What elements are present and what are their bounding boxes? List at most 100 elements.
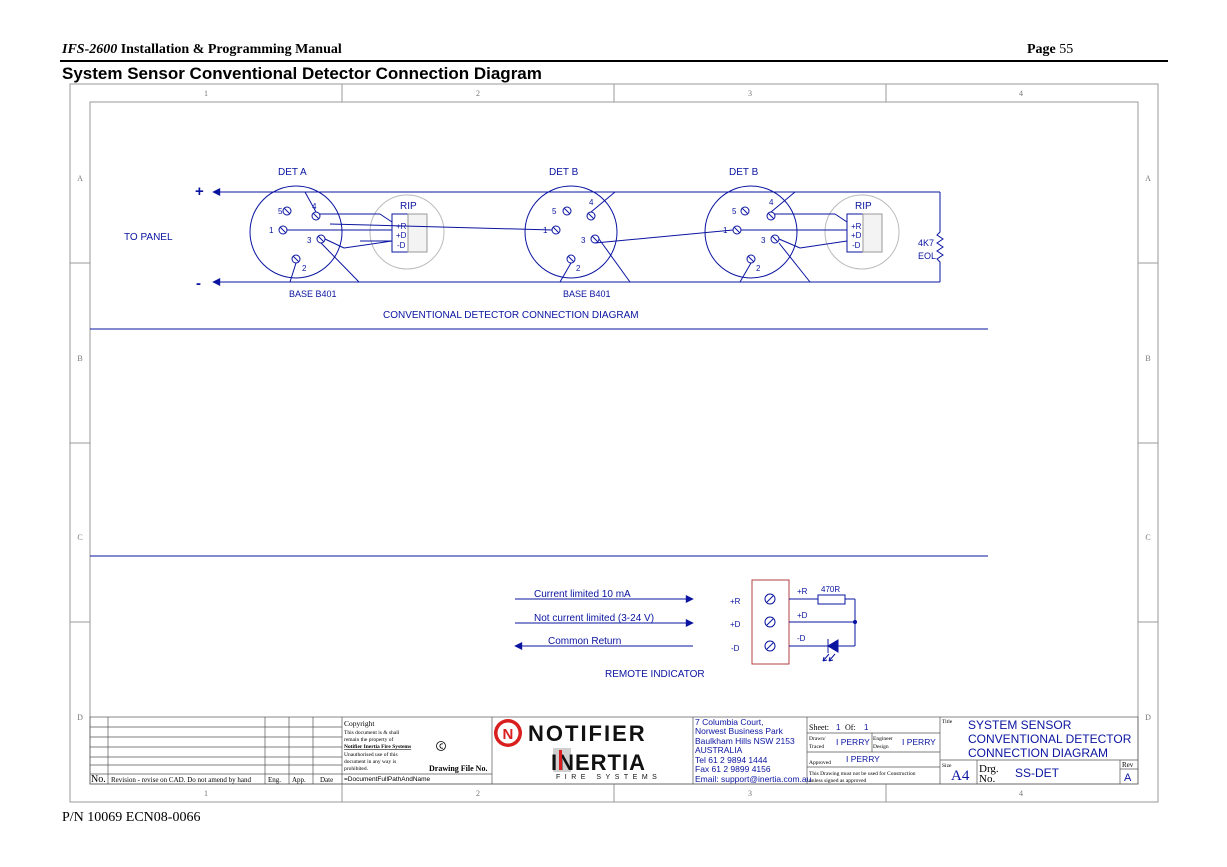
approved-label: Approved (809, 760, 831, 766)
col-label: 3 (748, 89, 752, 98)
page-indicator: Page 55 (1027, 42, 1073, 58)
col-label: 2 (476, 89, 480, 98)
terminal-number: 1 (723, 226, 728, 235)
sheet-total: 1 (864, 723, 869, 732)
drg-label: No. (979, 773, 995, 785)
drawing-file-label: Drawing File No. (429, 764, 487, 773)
title-block (89, 716, 1139, 785)
engineer-label: Design (873, 744, 889, 750)
sheet-number: 1 (836, 723, 841, 732)
rip-terminal: -D (852, 241, 861, 250)
terminal-number: 1 (543, 226, 548, 235)
page-number: 55 (1059, 42, 1074, 57)
resistor-label: 470R (821, 585, 840, 594)
terminal-number: 2 (302, 264, 307, 273)
inertia-wordmark: INERTIA (551, 750, 646, 775)
copyright-title: Copyright (344, 719, 375, 728)
rev-no-label: No. (91, 774, 106, 785)
grid-labels: 1 2 3 4 1 2 3 4 A B C D A B C D (77, 89, 1151, 798)
revision-label: Revision - revise on CAD. Do not amend b… (111, 776, 251, 784)
notifier-wordmark: NOTIFIER (528, 721, 647, 746)
drg-label: Drg. (979, 763, 999, 775)
address-line: Fax 61 2 9899 4156 (695, 764, 771, 774)
revision-value: A (1124, 772, 1132, 784)
page-label: Page (1027, 42, 1060, 57)
drawing-title-line: CONVENTIONAL DETECTOR (968, 732, 1132, 746)
rip-label: RIP (855, 201, 872, 212)
manual-header: IFS-2600 Installation & Programming Manu… (62, 42, 342, 58)
row-label: C (77, 533, 82, 542)
col-label: 2 (476, 789, 480, 798)
sheet-label: Sheet: (809, 723, 829, 732)
base-label: BASE B401 (563, 289, 611, 299)
terminal-number: 3 (307, 236, 312, 245)
terminal-number: 4 (312, 202, 317, 211)
copyright-line: This document is & shall (344, 730, 400, 736)
copyright-line: prohibited. (344, 766, 369, 772)
rip-terminal: +D (396, 231, 407, 240)
eol-value: 4K7 (918, 238, 934, 248)
terminal-number: 5 (278, 207, 283, 216)
row-label: D (1145, 713, 1151, 722)
sheet-size: A4 (951, 768, 970, 784)
manual-subtitle: Installation & Programming Manual (117, 42, 342, 57)
of-label: Of: (845, 723, 856, 732)
inertia-logo: INERTIA FIRE SYSTEMS (551, 748, 661, 781)
common-return-label: Common Return (548, 636, 621, 647)
rev-label: Rev (1122, 761, 1134, 769)
terminal-number: 3 (581, 236, 586, 245)
det-label: DET A (278, 167, 307, 178)
drawing-number: SS-DET (1015, 766, 1060, 780)
address-line: Tel 61 2 9894 1444 (695, 755, 768, 765)
remote-terminal: -D (797, 634, 806, 643)
construction-notice: This Drawing must not be used for Constr… (809, 770, 916, 777)
drawn-by: I PERRY (836, 737, 870, 747)
remote-terminal: +D (730, 620, 741, 629)
engineer-label: Engineer (873, 736, 893, 742)
eol-resistor (936, 192, 944, 282)
eol-label: EOL (918, 251, 936, 261)
terminal-number: 4 (589, 198, 594, 207)
remote-indicator-caption: REMOTE INDICATOR (605, 669, 705, 680)
address-line: Baulkham Hills NSW 2153 (695, 736, 795, 746)
rip-circle (369, 194, 445, 270)
copyright-line: Unauthorised use of this (344, 751, 398, 758)
copyright-icon (436, 741, 446, 751)
remote-indicator-labels: Current limited 10 mA Not current limite… (534, 585, 840, 680)
terminal-number: 1 (269, 226, 274, 235)
copyright-line: Notifier Inertia Fire Systems (344, 744, 411, 750)
base-label: BASE B401 (289, 289, 337, 299)
col-label: 4 (1019, 89, 1023, 98)
remote-terminal: -D (731, 644, 740, 653)
drawn-label: Drawn/ (809, 736, 826, 742)
date-label: Date (320, 776, 333, 784)
remote-terminal: +D (797, 611, 808, 620)
resistor-470r (817, 594, 846, 605)
terminal-number: 2 (756, 264, 761, 273)
file-path: =DocumentFullPathAndName (344, 776, 431, 783)
drawing-title-line: SYSTEM SENSOR (968, 718, 1072, 732)
construction-notice: unless signed as approved (809, 778, 867, 784)
terminal-number: 2 (576, 264, 581, 273)
row-label: C (1145, 533, 1150, 542)
title-block-text: No. Revision - revise on CAD. Do not ame… (91, 717, 1134, 785)
col-label: 1 (204, 789, 208, 798)
rip-terminal: +R (851, 222, 862, 231)
row-label: B (1145, 354, 1150, 363)
svg-text:N: N (503, 726, 514, 743)
not-current-limited-label: Not current limited (3-24 V) (534, 613, 654, 624)
inertia-subtitle: FIRE SYSTEMS (556, 774, 661, 781)
terminal-number: 3 (761, 236, 766, 245)
title-label: Title (942, 719, 953, 725)
detector-diagram-labels: TO PANEL + - DET A DET B DET B BASE B401… (124, 167, 936, 321)
engineer: I PERRY (902, 737, 936, 747)
col-label: 1 (204, 89, 208, 98)
row-label: D (77, 713, 83, 722)
size-label: Size (942, 763, 952, 769)
current-limited-label: Current limited 10 mA (534, 589, 631, 600)
terminal-number: 5 (552, 207, 557, 216)
remote-indicator-diagram (514, 579, 858, 665)
detector-base-b1 (524, 185, 618, 279)
rip-circle (824, 194, 900, 270)
